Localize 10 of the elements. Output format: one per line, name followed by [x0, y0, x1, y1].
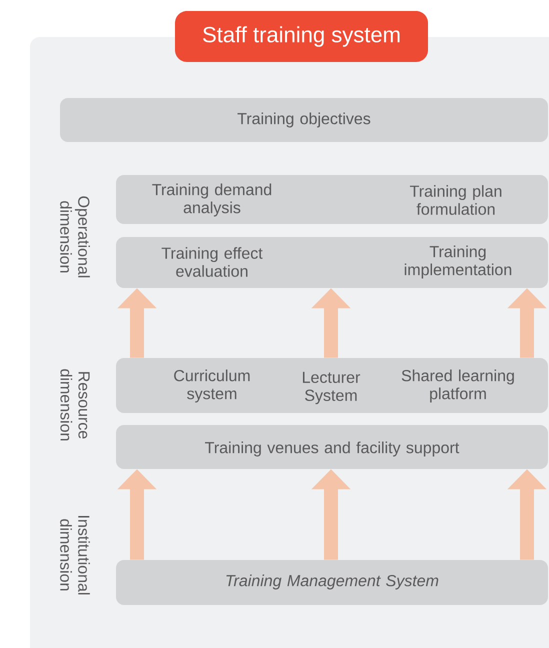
layer-box: Training effect evaluation Training implementation — [116, 237, 548, 288]
dimension-label: Resource dimension — [60, 369, 90, 440]
layer-box: Training demand analysis Training plan formulation — [116, 175, 548, 224]
dimension-label: Operational dimension — [60, 196, 90, 278]
dimension-label: Institutional dimension — [60, 516, 90, 594]
layer-box: Training objectives — [60, 98, 548, 142]
layer-box: Curriculum system Lecturer System Shared learning platform — [116, 358, 548, 413]
layer-box: Training venues and facility support — [116, 425, 548, 469]
layer-box: Training Management System — [116, 560, 548, 605]
title-banner: Staff training system — [175, 11, 428, 62]
